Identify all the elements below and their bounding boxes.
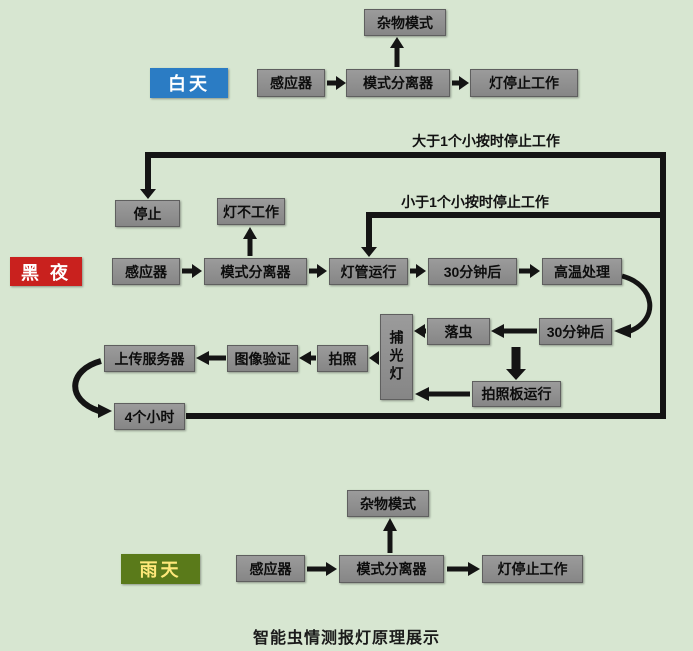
box-after-30min-1: 30分钟后 bbox=[428, 258, 517, 285]
arrow-sensor-to-separator-day bbox=[327, 76, 346, 90]
arrow-30min2-to-insectdrop bbox=[491, 324, 537, 338]
box-misc-mode-rain: 杂物模式 bbox=[347, 490, 429, 517]
arrow-hightemp-to-30min2 bbox=[614, 273, 653, 338]
arrow-loop-lt-one-hour bbox=[361, 212, 663, 257]
label-rain: 雨天 bbox=[121, 554, 200, 584]
arrow-photoboard-to-lighttrap bbox=[415, 387, 470, 401]
box-mode-separator-night: 模式分离器 bbox=[204, 258, 307, 285]
box-high-temp: 高温处理 bbox=[542, 258, 622, 285]
box-after-30min-2: 30分钟后 bbox=[539, 318, 612, 345]
label-daytime: 白天 bbox=[150, 68, 228, 98]
box-stop-night: 停止 bbox=[115, 200, 180, 227]
note-gt-one-hour: 大于1个小按时停止工作 bbox=[412, 133, 560, 149]
box-photo-board-run: 拍照板运行 bbox=[472, 381, 561, 407]
box-sensor-day: 感应器 bbox=[257, 69, 325, 97]
arrow-separator-to-lampoff-night bbox=[243, 227, 257, 256]
box-mode-separator-rain: 模式分离器 bbox=[339, 555, 444, 583]
arrow-sensor-to-separator-rain bbox=[307, 562, 337, 576]
arrow-down-to-photoboard bbox=[506, 347, 526, 380]
arrow-photo-to-verify bbox=[299, 351, 316, 365]
box-misc-mode-day: 杂物模式 bbox=[364, 9, 446, 36]
arrow-separator-to-misc-day bbox=[390, 37, 404, 67]
box-mode-separator-day: 模式分离器 bbox=[346, 69, 450, 97]
box-image-verify: 图像验证 bbox=[227, 345, 298, 372]
label-night: 黑 夜 bbox=[10, 257, 82, 286]
arrow-separator-to-misc-rain bbox=[383, 518, 397, 553]
arrow-30min-to-hightemp bbox=[519, 264, 540, 278]
box-four-hours: 4个小时 bbox=[114, 403, 185, 430]
arrow-insectdrop-to-lighttrap bbox=[414, 324, 426, 338]
box-sensor-rain: 感应器 bbox=[236, 555, 305, 582]
box-lamp-run: 灯管运行 bbox=[329, 258, 408, 285]
note-lt-one-hour: 小于1个小按时停止工作 bbox=[401, 194, 549, 210]
arrow-separator-to-lamprun bbox=[309, 264, 327, 278]
arrow-verify-to-upload bbox=[196, 351, 226, 365]
arrow-separator-to-lampstop-rain bbox=[447, 562, 480, 576]
box-sensor-night: 感应器 bbox=[112, 258, 180, 285]
box-lamp-stop-day: 灯停止工作 bbox=[470, 69, 578, 97]
arrow-sensor-to-separator-night bbox=[182, 264, 202, 278]
diagram-caption: 智能虫情测报灯原理展示 bbox=[252, 630, 440, 647]
box-lamp-stop-rain: 灯停止工作 bbox=[482, 555, 583, 583]
arrow-lighttrap-to-photo bbox=[369, 351, 379, 365]
box-insect-drop: 落虫 bbox=[427, 318, 490, 345]
arrow-lamprun-to-30min bbox=[410, 264, 426, 278]
box-take-photo: 拍照 bbox=[317, 345, 368, 372]
arrow-separator-to-lampstop-day bbox=[452, 76, 469, 90]
box-upload-server: 上传服务器 bbox=[104, 345, 195, 372]
box-lamp-off-night: 灯不工作 bbox=[217, 198, 285, 225]
box-light-trap: 捕光灯 bbox=[380, 314, 413, 400]
